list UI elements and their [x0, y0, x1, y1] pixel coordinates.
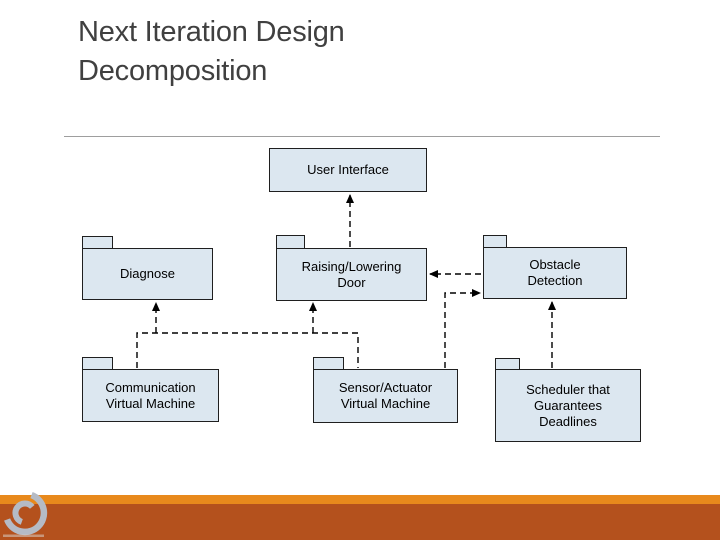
box-label: User Interface: [307, 162, 389, 177]
package-obstacle-detection-body: Obstacle Detection: [483, 247, 627, 299]
box-user-interface-body: User Interface: [269, 148, 427, 192]
package-label: Scheduler that: [526, 381, 610, 397]
footer-band: [0, 504, 720, 540]
package-sensor-actuator-virtual-machine-body: Sensor/Actuator Virtual Machine: [313, 369, 458, 423]
box-user-interface: User Interface: [269, 148, 427, 192]
package-label: Virtual Machine: [340, 396, 431, 411]
package-tab: [82, 357, 113, 370]
package-label: Sensor/Actuator: [338, 380, 433, 395]
title-divider: [64, 136, 660, 137]
package-label: Virtual Machine: [105, 395, 196, 411]
footer-logo-swirl-icon: [3, 492, 48, 537]
package-raising-lowering-door-body: Raising/Lowering Door: [276, 248, 427, 301]
package-scheduler-body: Scheduler that Guarantees Deadlines: [495, 369, 641, 442]
package-label: Door: [337, 274, 366, 290]
package-communication-virtual-machine: Communication Virtual Machine: [82, 357, 219, 422]
package-tab: [276, 235, 305, 249]
package-tab: [495, 358, 520, 370]
package-diagnose-body: Diagnose: [82, 248, 213, 300]
package-communication-virtual-machine-body: Communication Virtual Machine: [82, 369, 219, 422]
package-label: Guarantees: [534, 397, 602, 413]
package-label: Detection: [527, 273, 583, 288]
package-sensor-actuator-virtual-machine: Sensor/Actuator Virtual Machine: [313, 357, 458, 423]
package-obstacle-detection: Obstacle Detection: [483, 235, 627, 299]
slide-title: Next Iteration Design Decomposition: [78, 13, 345, 91]
package-scheduler: Scheduler that Guarantees Deadlines: [495, 358, 641, 442]
package-label: Deadlines: [539, 413, 597, 429]
package-label: Diagnose: [120, 266, 175, 281]
footer-accent-stripe: [0, 495, 720, 504]
slide-title-line2: Decomposition: [78, 55, 268, 87]
package-label: Obstacle: [529, 257, 581, 272]
package-label: Communication: [105, 379, 196, 395]
package-tab: [483, 235, 507, 248]
package-diagnose: Diagnose: [82, 236, 213, 300]
package-label: Raising/Lowering: [301, 258, 402, 274]
package-raising-lowering-door: Raising/Lowering Door: [276, 235, 427, 301]
package-tab: [82, 236, 113, 249]
footer-logo-caption-bar: [3, 534, 44, 537]
slide-title-line1: Next Iteration Design: [78, 16, 345, 48]
